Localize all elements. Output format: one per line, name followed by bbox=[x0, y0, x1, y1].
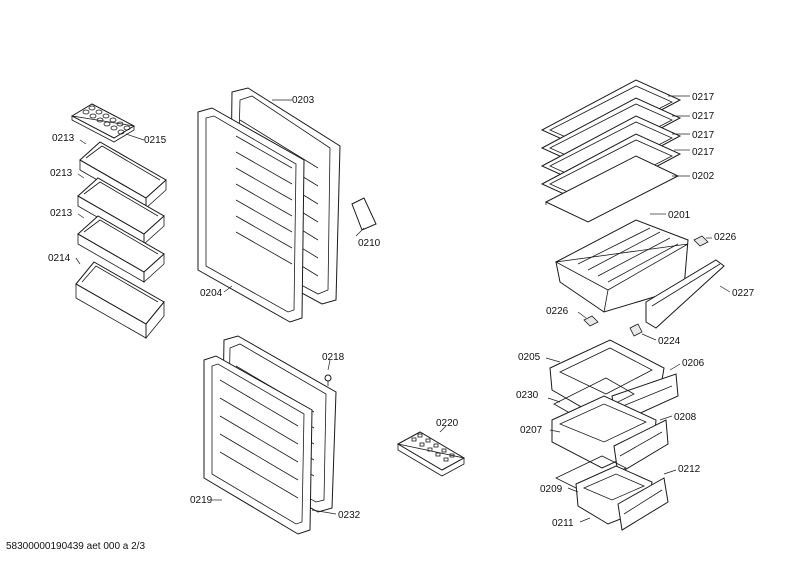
callout-0230: 0230 bbox=[516, 390, 539, 401]
drawer-front-bottom bbox=[617, 477, 669, 531]
callout-0207: 0207 bbox=[520, 425, 543, 436]
exploded-parts-diagram: 0203 0204 0210 0213 0215 0213 0213 0214 … bbox=[48, 79, 755, 535]
document-id-footer: 58300000190439 aet 000 a 2/3 bbox=[6, 541, 146, 552]
callout-0211: 0211 bbox=[552, 518, 574, 529]
callout-0232: 0232 bbox=[338, 510, 361, 521]
callout-0202: 0202 bbox=[692, 171, 715, 182]
drawer-front-middle bbox=[613, 419, 669, 475]
bottle-shelf bbox=[75, 261, 165, 340]
info-label-card bbox=[351, 197, 377, 231]
callout-0227: 0227 bbox=[732, 288, 755, 299]
callout-0217-d: 0217 bbox=[692, 147, 715, 158]
container-cover-strip bbox=[645, 259, 725, 329]
callout-0226-a: 0226 bbox=[714, 232, 737, 243]
callout-0217-a: 0217 bbox=[692, 92, 715, 103]
callout-0214: 0214 bbox=[48, 253, 71, 264]
egg-tray bbox=[70, 103, 136, 143]
callout-0203: 0203 bbox=[292, 95, 315, 106]
callout-0204: 0204 bbox=[200, 288, 223, 299]
callout-labels: 0203 0204 0210 0213 0215 0213 0213 0214 … bbox=[48, 92, 755, 529]
door-shelf-3 bbox=[77, 215, 165, 283]
callout-0213-a: 0213 bbox=[52, 133, 75, 144]
callout-0210: 0210 bbox=[358, 238, 381, 249]
clip-left bbox=[583, 315, 599, 327]
hinge-pin bbox=[324, 374, 332, 386]
callout-0215: 0215 bbox=[144, 135, 167, 146]
callout-0219: 0219 bbox=[190, 495, 213, 506]
callout-0205: 0205 bbox=[518, 352, 541, 363]
callout-0213-c: 0213 bbox=[50, 208, 73, 219]
callout-0213-b: 0213 bbox=[50, 168, 73, 179]
drawer-divider-plate-2 bbox=[555, 455, 627, 491]
upper-door-gasket bbox=[197, 107, 305, 323]
callout-0217-c: 0217 bbox=[692, 130, 715, 141]
callout-0201: 0201 bbox=[668, 210, 691, 221]
callout-0212: 0212 bbox=[678, 464, 701, 475]
callout-0208: 0208 bbox=[674, 412, 697, 423]
lower-door-gasket bbox=[203, 355, 313, 535]
callout-0206: 0206 bbox=[682, 358, 705, 369]
leader-lines bbox=[75, 95, 731, 523]
callout-0220: 0220 bbox=[436, 418, 459, 429]
clip-right bbox=[693, 235, 709, 247]
callout-0209: 0209 bbox=[540, 484, 563, 495]
ice-cube-tray bbox=[396, 431, 466, 477]
callout-0218: 0218 bbox=[322, 352, 345, 363]
callout-0226-b: 0226 bbox=[546, 306, 569, 317]
callout-0217-b: 0217 bbox=[692, 111, 715, 122]
hinge-clip bbox=[629, 323, 643, 337]
callout-0224: 0224 bbox=[658, 336, 681, 347]
